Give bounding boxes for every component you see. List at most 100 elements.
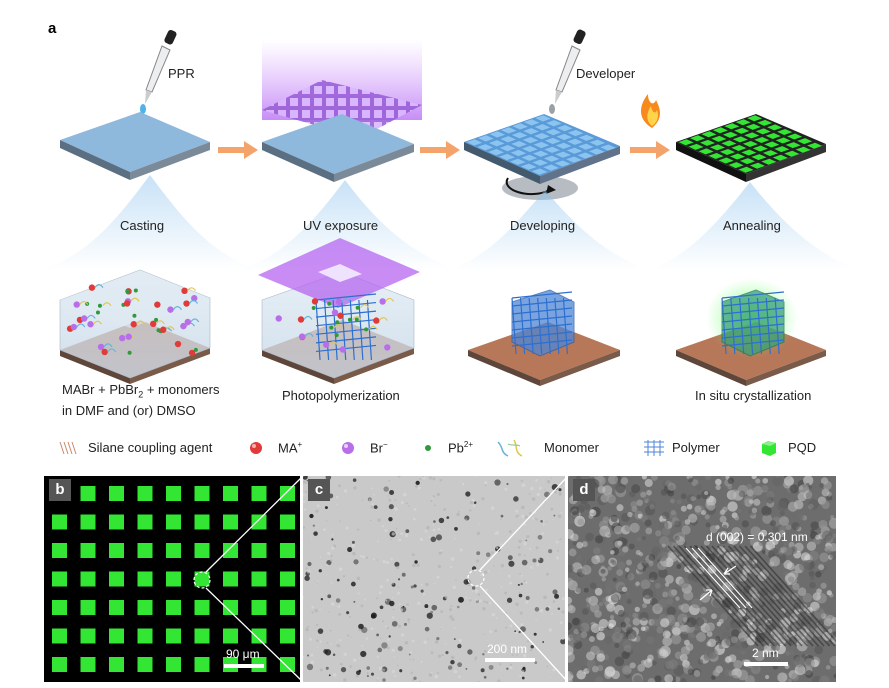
hrtem-grain <box>568 516 575 525</box>
hrtem-grain <box>661 543 666 548</box>
array-tile <box>732 136 748 143</box>
hrtem-grain <box>648 571 658 581</box>
tem-grain <box>450 605 453 608</box>
hrtem-grain <box>617 561 626 570</box>
hrtem-grain <box>572 623 582 633</box>
hrtem-grain <box>720 613 728 621</box>
hrtem-grain <box>715 484 721 491</box>
hrtem-grain <box>622 665 632 675</box>
monomer-chain <box>165 326 175 331</box>
nanoparticle <box>485 552 491 557</box>
monomer-icon <box>497 439 523 457</box>
pqd-pixel <box>251 571 267 587</box>
tem-grain <box>336 641 338 643</box>
ion-dot <box>73 301 80 308</box>
tem-grain <box>560 511 563 514</box>
pqd-pixel <box>166 486 181 501</box>
monomer-chain <box>130 297 140 302</box>
nanoparticle <box>532 558 537 563</box>
ion-dot <box>181 287 188 295</box>
array-tile <box>500 127 517 134</box>
tem-grain <box>432 477 436 481</box>
tem-grain <box>357 592 360 595</box>
array-tile <box>520 163 537 170</box>
hrtem-grain <box>815 534 821 540</box>
hrtem-grain <box>650 618 659 627</box>
tem-grain <box>400 501 404 505</box>
tem-grain <box>474 656 478 660</box>
pqd-pixel <box>280 514 295 530</box>
hrtem-grain <box>746 489 754 497</box>
nanoparticle <box>373 505 378 510</box>
hrtem-grain <box>581 541 588 548</box>
hrtem-grain <box>568 677 573 682</box>
nanoparticle <box>323 649 328 654</box>
pqd-pixel <box>52 514 67 530</box>
tem-grain <box>394 507 398 511</box>
hrtem-grain <box>641 536 646 541</box>
tem-grain <box>478 680 480 682</box>
lattice-fringe <box>705 545 798 647</box>
tem-grain <box>394 499 397 502</box>
polymer-strand <box>562 297 569 355</box>
hrtem-grain <box>829 551 836 560</box>
hrtem-grain <box>788 649 795 656</box>
hrtem-grain <box>783 480 792 489</box>
array-tile <box>698 148 714 155</box>
monomer-chain <box>378 317 388 321</box>
nanoparticle <box>370 614 376 619</box>
tem-grain <box>521 505 525 510</box>
hrtem-grain <box>707 638 716 648</box>
hrtem-grain <box>776 500 788 512</box>
polymer-strand <box>721 297 727 355</box>
nanoparticle <box>353 600 356 603</box>
tem-grain <box>452 585 456 590</box>
nanoparticle <box>360 650 367 658</box>
hrtem-grain <box>608 476 619 485</box>
hrtem-grain <box>777 541 784 548</box>
nanoparticle <box>471 566 477 571</box>
monomer-chain <box>86 314 96 319</box>
pqd-pixel <box>280 657 295 672</box>
legend-ma-text: MA <box>278 440 298 456</box>
tem-grain <box>559 621 563 625</box>
tem-grain <box>311 605 315 609</box>
tem-grain <box>338 567 343 571</box>
legend-br-text: Br <box>370 440 383 456</box>
nanoparticle <box>453 638 456 641</box>
tem-grain <box>557 514 562 518</box>
hrtem-grain <box>784 546 793 556</box>
hrtem-grain <box>680 603 690 613</box>
tem-grain <box>531 517 535 520</box>
tem-grain <box>536 563 540 566</box>
hrtem-grain <box>819 483 825 488</box>
hrtem-grain <box>785 600 795 610</box>
tem-grain <box>521 631 523 634</box>
hrtem-grain <box>572 617 580 626</box>
pqd-pixel <box>223 628 238 644</box>
tem-grain <box>484 481 488 485</box>
tem-grain <box>319 556 322 559</box>
hrtem-grain <box>586 667 592 672</box>
pqd-pixel <box>137 571 153 587</box>
hrtem-grain <box>681 558 692 569</box>
hrtem-grain <box>728 654 737 663</box>
tem-grain <box>365 556 369 559</box>
tem-grain <box>444 595 448 599</box>
tem-grain <box>307 569 311 574</box>
tem-grain <box>377 518 381 522</box>
ion-dot <box>101 348 108 356</box>
tem-grain <box>520 574 523 577</box>
array-tile <box>522 137 539 144</box>
ion-dot <box>323 341 330 348</box>
hrtem-grain <box>818 519 828 530</box>
nanoparticle <box>506 667 509 670</box>
polymer-strand <box>721 291 785 299</box>
hrtem-grain <box>626 599 632 605</box>
array-tile <box>567 129 584 137</box>
hrtem-grain <box>734 515 740 521</box>
hrtem-grain <box>797 514 805 521</box>
array-tile <box>710 144 725 151</box>
hrtem-grain <box>621 650 630 660</box>
hrtem-grain <box>803 476 814 486</box>
